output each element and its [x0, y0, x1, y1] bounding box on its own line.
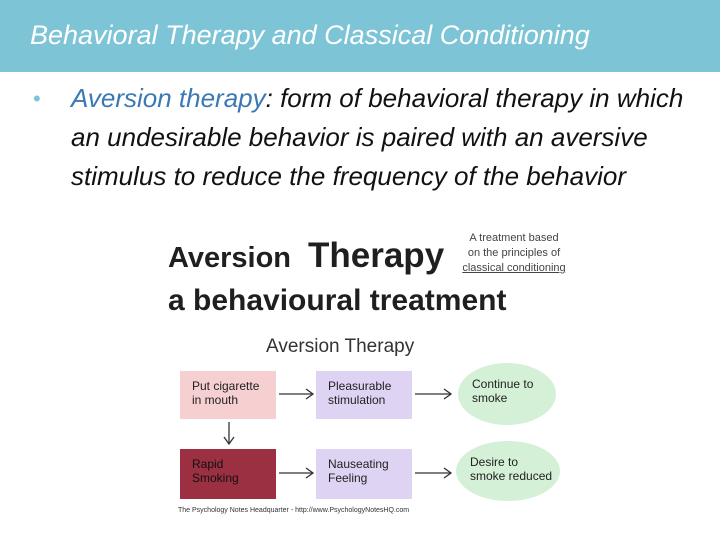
box-line: Put cigarette: [192, 379, 260, 393]
box-line: Nauseating: [328, 457, 389, 471]
oval-desire-reduced: Desire to smoke reduced: [456, 441, 560, 501]
figure-headline-therapy: Therapy: [308, 236, 445, 275]
bullet-marker: •: [33, 86, 41, 111]
box-line: in mouth: [192, 393, 239, 407]
bullet-definition: : form of behavioral therapy in which an…: [71, 83, 684, 191]
arrow-right-icon: [415, 467, 453, 479]
box-pleasurable-stimulation: Pleasurable stimulation: [316, 371, 412, 419]
figure-credit: The Psychology Notes Headquarter - http:…: [178, 507, 410, 514]
box-rapid-smoking: Rapid Smoking: [180, 449, 276, 499]
box-line: Smoking: [192, 471, 239, 485]
arrow-right-icon: [279, 388, 315, 400]
box-line: Feeling: [328, 471, 368, 485]
oval-line: smoke: [472, 391, 508, 405]
box-line: stimulation: [328, 393, 386, 407]
box-line: Rapid: [192, 457, 224, 471]
oval-line: smoke reduced: [470, 469, 553, 483]
oval-line: Desire to: [470, 455, 519, 469]
side-note-line: on the principles of: [467, 247, 561, 259]
arrow-right-icon: [415, 388, 453, 400]
box-put-cigarette: Put cigarette in mouth: [180, 371, 276, 419]
arrow-right-icon: [279, 467, 315, 479]
side-note-line: classical conditioning: [462, 262, 566, 274]
oval-continue-to-smoke: Continue to smoke: [458, 363, 556, 425]
bullet-term: Aversion therapy: [71, 83, 266, 113]
box-line: Pleasurable: [328, 379, 392, 393]
figure-subheadline: a behavioural treatment: [168, 284, 507, 317]
side-note-line: A treatment based: [469, 232, 559, 244]
bullet-text: Aversion therapy: form of behavioral the…: [71, 79, 691, 196]
figure-side-note: A treatment based on the principles of c…: [458, 231, 570, 276]
arrow-down-icon: [223, 422, 235, 446]
box-nauseating-feeling: Nauseating Feeling: [316, 449, 412, 499]
figure-headline-aversion: Aversion: [168, 242, 292, 274]
diagram-title: Aversion Therapy: [266, 336, 415, 357]
slide-title: Behavioral Therapy and Classical Conditi…: [30, 20, 590, 50]
oval-line: Continue to: [472, 377, 534, 391]
title-bar: Behavioral Therapy and Classical Conditi…: [0, 0, 720, 72]
